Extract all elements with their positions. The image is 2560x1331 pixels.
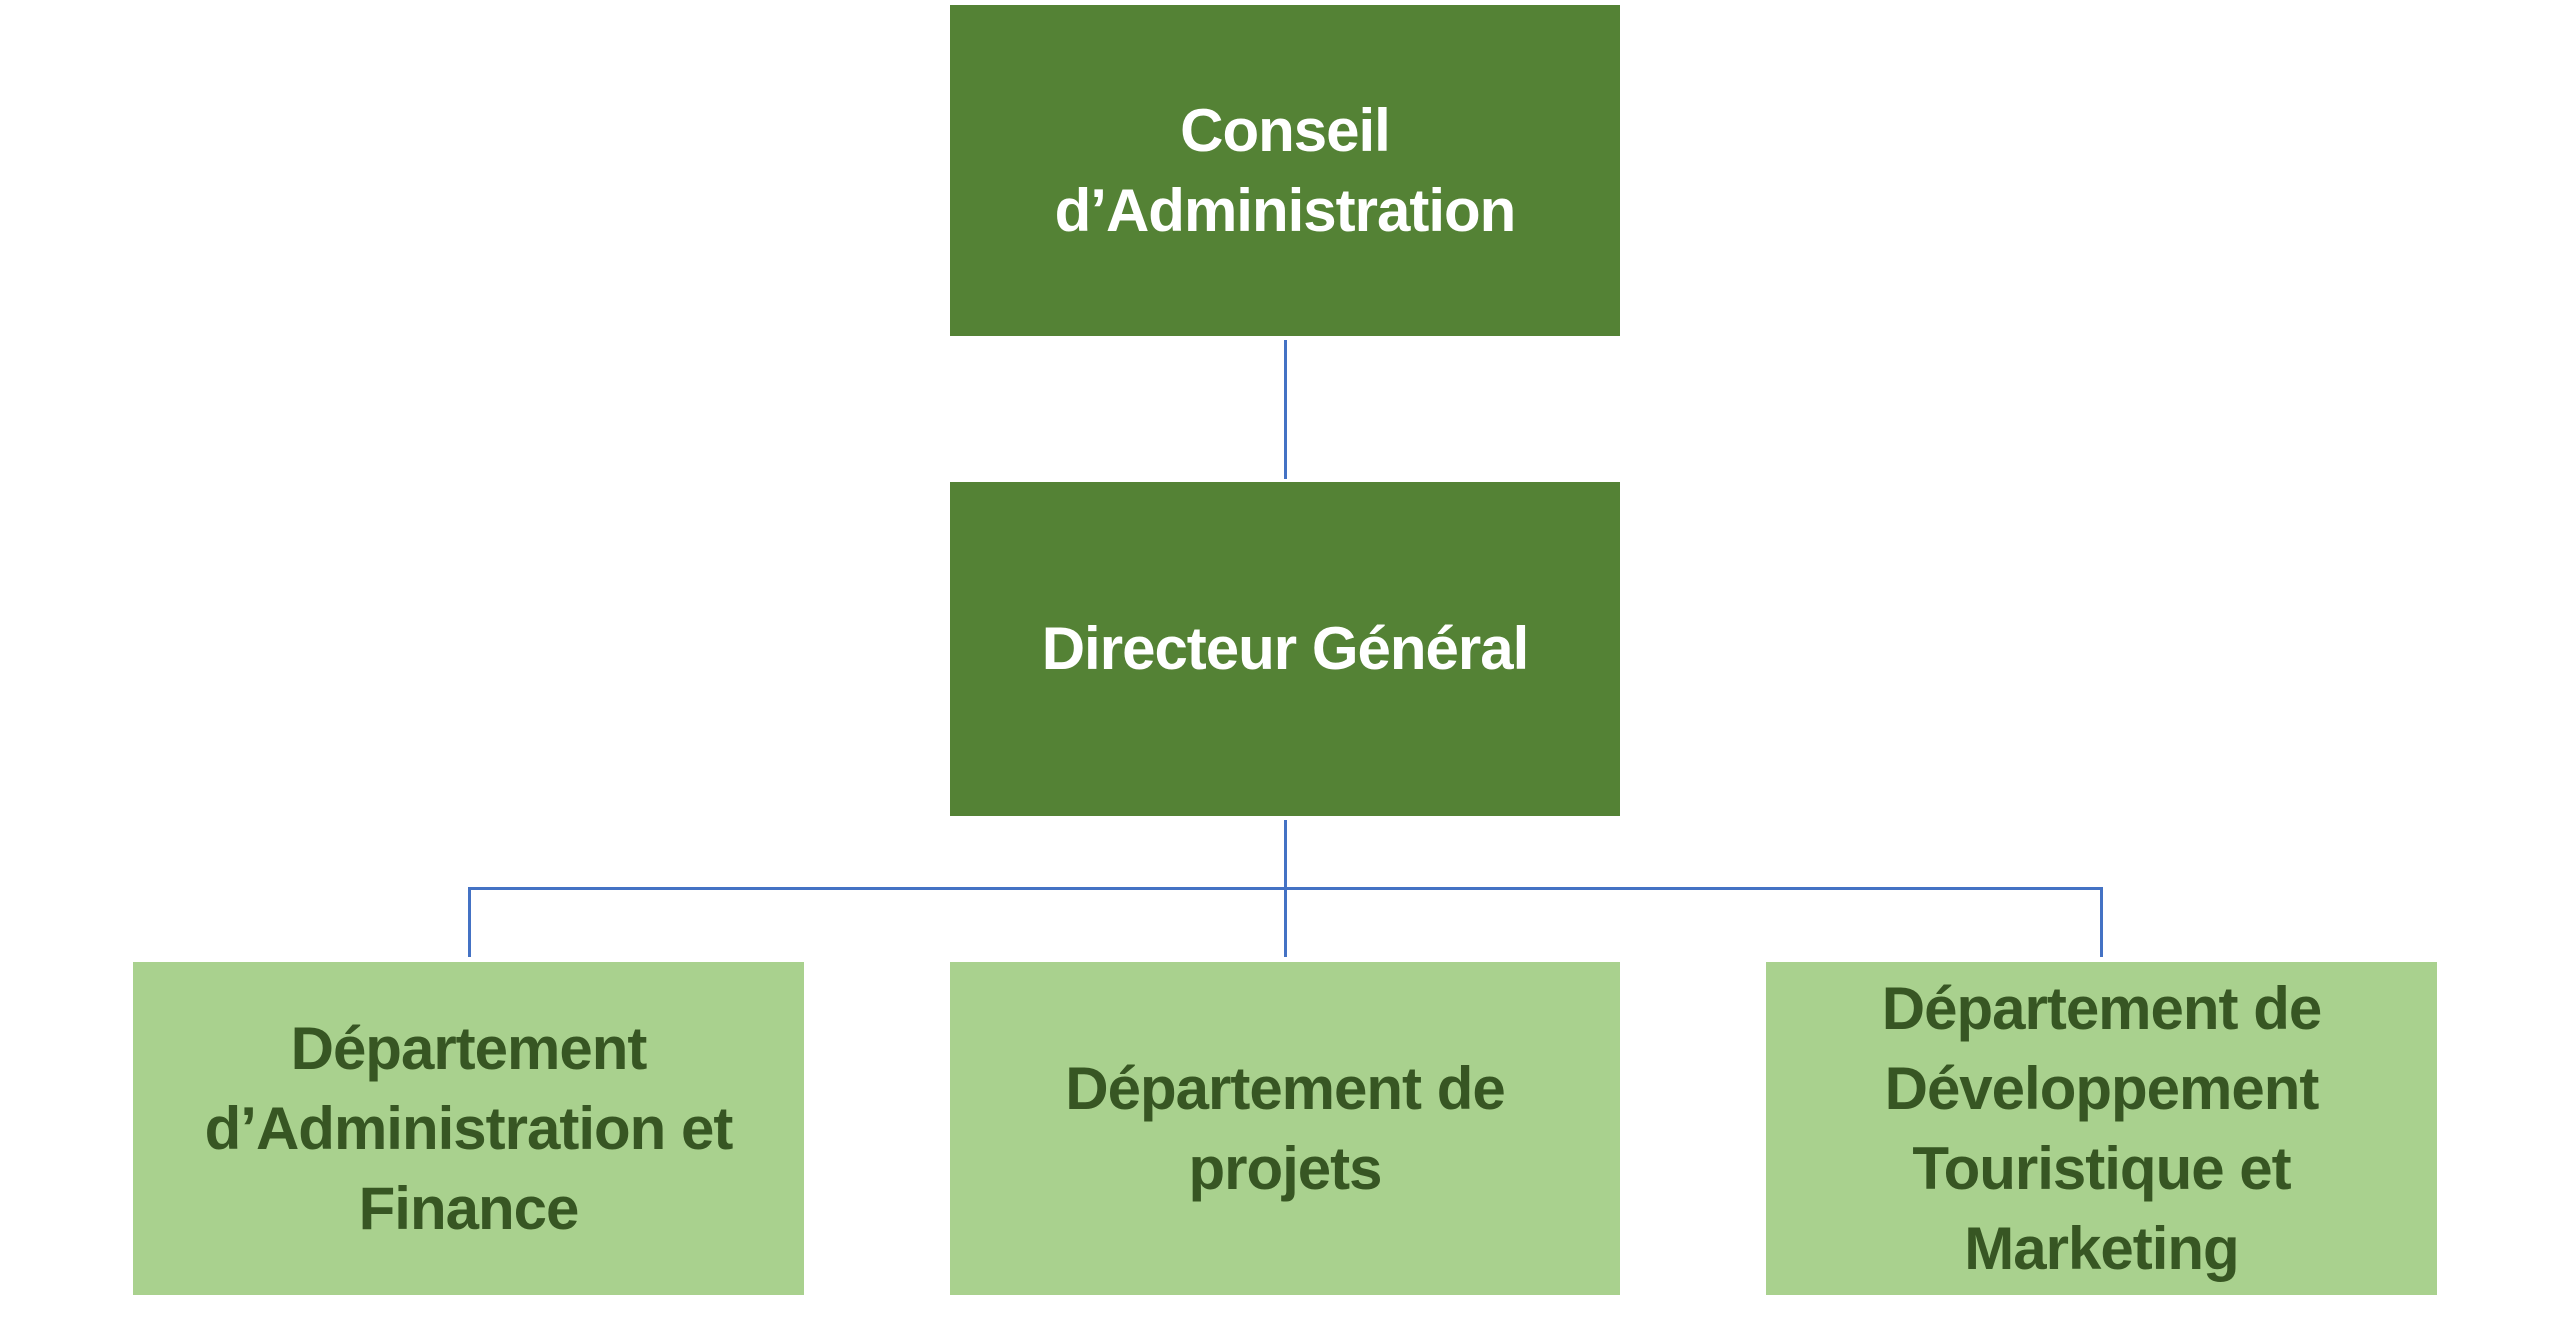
board-node: Conseil d’Administration [950, 5, 1620, 336]
director-label: Directeur Général [1041, 615, 1530, 682]
department-label: Département de projets [1065, 1054, 1505, 1202]
department-label: Département de Développement Touristique… [1881, 974, 2322, 1282]
connector-dept-3 [2100, 887, 2103, 957]
director-node: Directeur Général [950, 482, 1620, 816]
connector-horizontal [468, 887, 2103, 890]
department-node-admin-finance: Département d’Administration et Finance [133, 962, 804, 1295]
connector-dept-1 [468, 887, 471, 957]
department-node-projects: Département de projets [950, 962, 1620, 1295]
department-label: Département d’Administration et Finance [204, 1014, 734, 1242]
connector-board-director [1284, 340, 1287, 479]
department-node-tourism-marketing: Département de Développement Touristique… [1766, 962, 2437, 1295]
board-label: Conseil d’Administration [1054, 96, 1517, 244]
